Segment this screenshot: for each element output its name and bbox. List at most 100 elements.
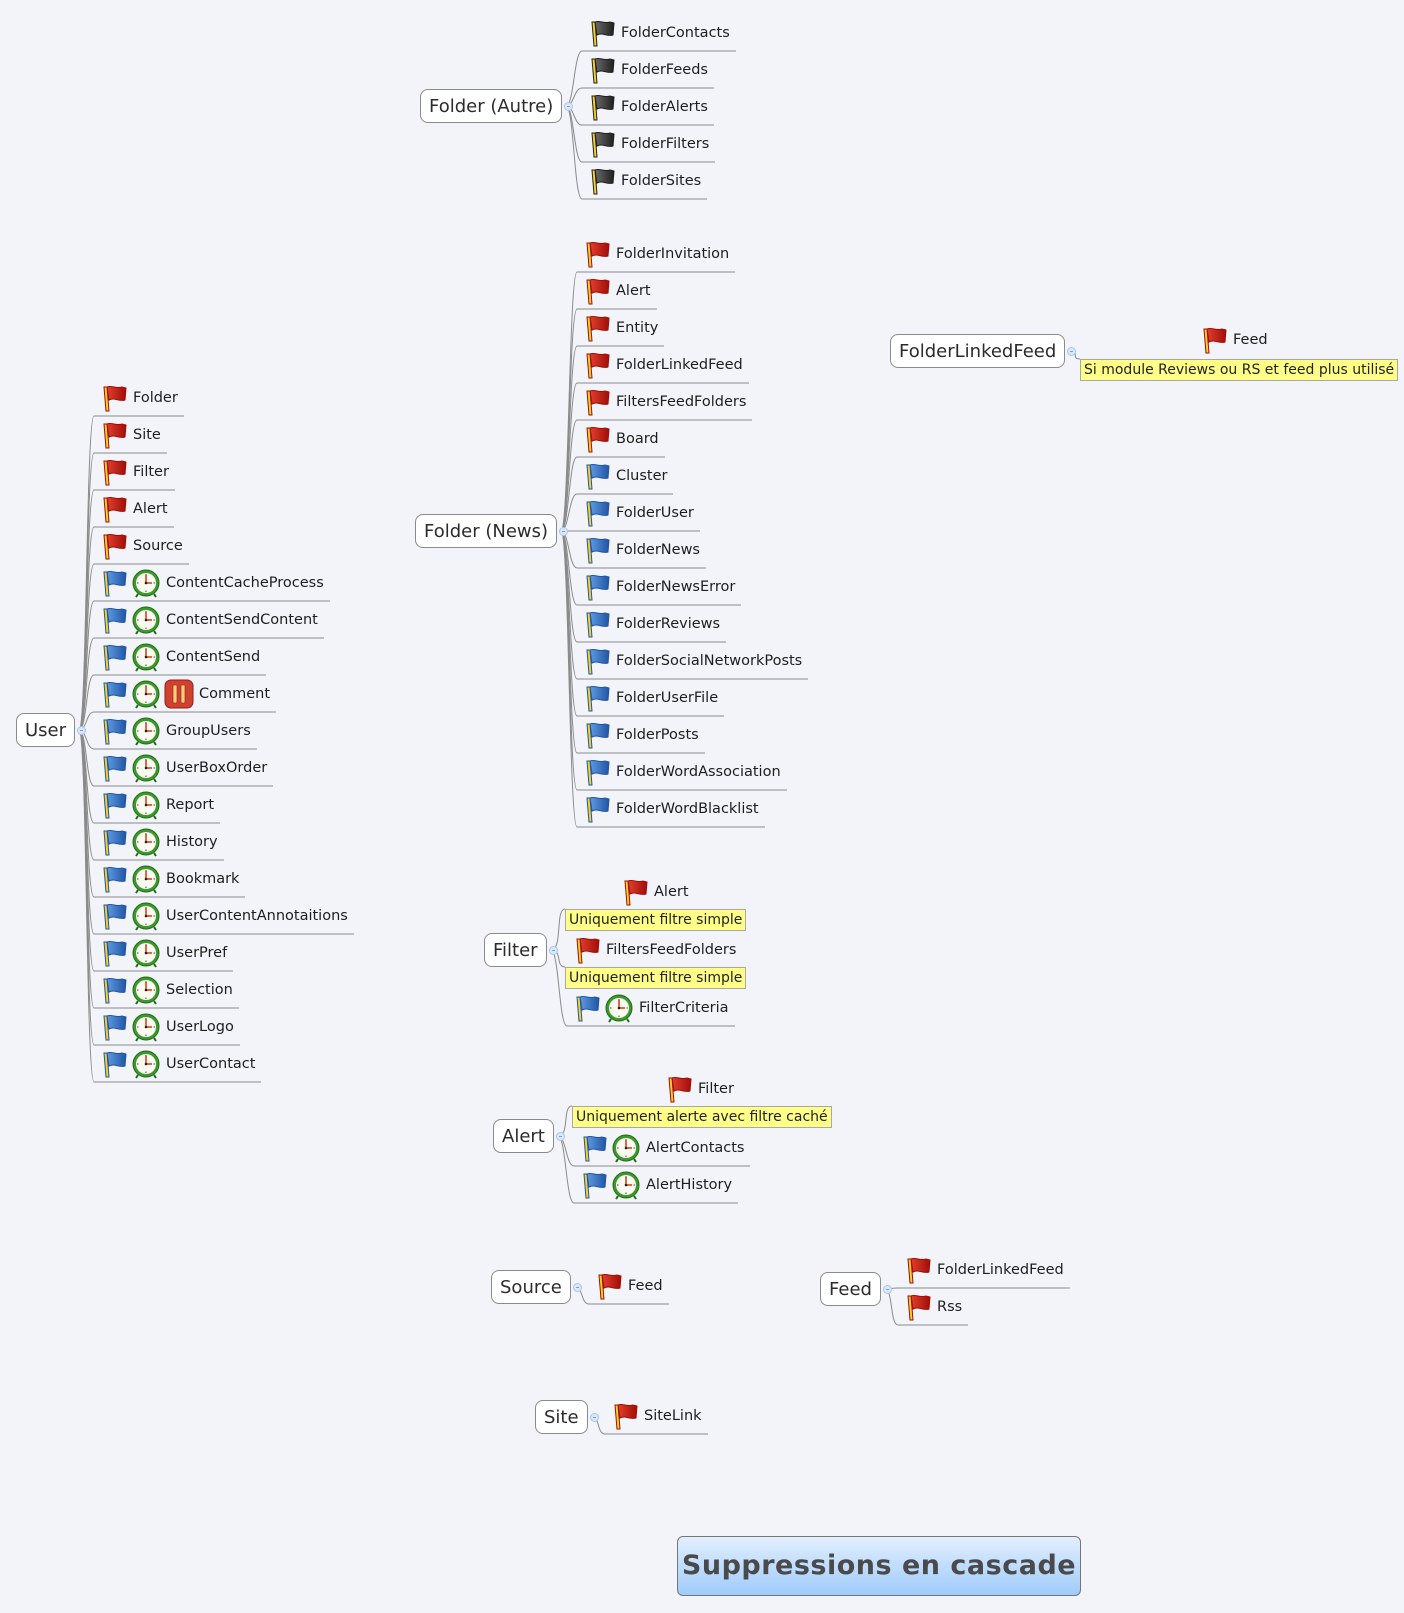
- blue-flag-icon: [581, 572, 611, 602]
- blue-flag-icon: [98, 605, 128, 635]
- black-flag-icon: [586, 55, 616, 85]
- blue-flag-icon: [581, 794, 611, 824]
- red-flag-icon: [98, 420, 128, 450]
- child-topic-label: UserContact: [166, 1056, 256, 1072]
- red-flag-icon: [571, 935, 601, 965]
- child-topic-label: Site: [133, 427, 161, 443]
- red-flag-icon: [581, 276, 611, 306]
- child-topic-label: FolderWordBlacklist: [616, 801, 759, 817]
- topic-site[interactable]: Site: [535, 1400, 588, 1434]
- child-topic[interactable]: Alert: [619, 877, 689, 907]
- child-topic[interactable]: Comment: [98, 679, 270, 709]
- child-topic[interactable]: FolderLinkedFeed: [581, 350, 743, 380]
- child-topic[interactable]: Feed: [593, 1271, 663, 1301]
- collapse-toggle[interactable]: [573, 1283, 582, 1292]
- child-topic[interactable]: FolderNews: [581, 535, 700, 565]
- child-topic[interactable]: UserBoxOrder: [98, 753, 267, 783]
- red-flag-icon: [98, 531, 128, 561]
- child-topic[interactable]: Filter: [663, 1074, 734, 1104]
- child-topic[interactable]: FolderReviews: [581, 609, 720, 639]
- child-topic[interactable]: UserContentAnnotaitions: [98, 901, 348, 931]
- collapse-toggle[interactable]: [564, 102, 573, 111]
- child-topic[interactable]: FolderUserFile: [581, 683, 718, 713]
- clock-icon: [131, 679, 161, 709]
- child-topic[interactable]: Entity: [581, 313, 658, 343]
- child-topic[interactable]: SiteLink: [609, 1401, 702, 1431]
- child-topic[interactable]: FolderPosts: [581, 720, 699, 750]
- collapse-toggle[interactable]: [883, 1285, 892, 1294]
- child-topic[interactable]: FolderContacts: [586, 18, 730, 48]
- child-topic[interactable]: ContentSend: [98, 642, 260, 672]
- child-topic-label: AlertHistory: [646, 1177, 733, 1193]
- child-topic[interactable]: FolderLinkedFeed: [902, 1255, 1064, 1285]
- child-topic[interactable]: Report: [98, 790, 214, 820]
- child-topic[interactable]: History: [98, 827, 218, 857]
- topic-filter[interactable]: Filter: [484, 933, 547, 967]
- child-topic[interactable]: Bookmark: [98, 864, 239, 894]
- topic-folder-news[interactable]: Folder (News): [415, 514, 558, 548]
- child-topic[interactable]: FolderWordAssociation: [581, 757, 781, 787]
- child-topic[interactable]: Board: [581, 424, 659, 454]
- blue-flag-icon: [98, 790, 128, 820]
- clock-icon: [611, 1133, 641, 1163]
- clock-icon: [131, 605, 161, 635]
- topic-user[interactable]: User: [16, 713, 76, 747]
- collapse-toggle[interactable]: [556, 1132, 565, 1141]
- topic-alert[interactable]: Alert: [493, 1119, 554, 1153]
- child-topic[interactable]: FolderInvitation: [581, 239, 729, 269]
- child-topic[interactable]: FilterCriteria: [571, 993, 729, 1023]
- child-topic-label: UserPref: [166, 945, 228, 961]
- child-topic-label: UserBoxOrder: [166, 760, 268, 776]
- child-topic[interactable]: FolderAlerts: [586, 92, 708, 122]
- clock-icon: [131, 1049, 161, 1079]
- child-topic-label: Folder: [133, 390, 178, 406]
- child-topic[interactable]: Alert: [98, 494, 168, 524]
- child-topic-label: FolderLinkedFeed: [937, 1262, 1064, 1278]
- child-topic[interactable]: ContentCacheProcess: [98, 568, 324, 598]
- child-topic-label: FolderPosts: [616, 727, 699, 743]
- child-topic[interactable]: Folder: [98, 383, 178, 413]
- collapse-toggle[interactable]: [549, 946, 558, 955]
- child-topic[interactable]: Feed: [1198, 325, 1268, 355]
- child-topic[interactable]: UserContact: [98, 1049, 255, 1079]
- clock-icon: [131, 938, 161, 968]
- red-flag-icon: [1198, 325, 1228, 355]
- black-flag-icon: [586, 129, 616, 159]
- child-topic[interactable]: FolderNewsError: [581, 572, 735, 602]
- child-topic-label: Board: [616, 431, 659, 447]
- child-topic[interactable]: Filter: [98, 457, 169, 487]
- child-topic[interactable]: FolderSites: [586, 166, 701, 196]
- child-topic[interactable]: FiltersFeedFolders: [571, 935, 736, 965]
- child-topic[interactable]: Rss: [902, 1292, 962, 1322]
- child-topic[interactable]: UserLogo: [98, 1012, 234, 1042]
- child-topic[interactable]: Alert: [581, 276, 651, 306]
- child-topic[interactable]: ContentSendContent: [98, 605, 318, 635]
- child-topic[interactable]: FolderUser: [581, 498, 694, 528]
- child-topic[interactable]: UserPref: [98, 938, 227, 968]
- child-topic[interactable]: Site: [98, 420, 161, 450]
- topic-source[interactable]: Source: [491, 1270, 571, 1304]
- collapse-toggle[interactable]: [77, 726, 86, 735]
- child-topic[interactable]: FiltersFeedFolders: [581, 387, 746, 417]
- clock-icon: [131, 1012, 161, 1042]
- collapse-toggle[interactable]: [590, 1413, 599, 1422]
- child-topic[interactable]: FolderFilters: [586, 129, 709, 159]
- collapse-toggle[interactable]: [1067, 347, 1076, 356]
- child-topic[interactable]: Source: [98, 531, 183, 561]
- collapse-toggle[interactable]: [559, 527, 568, 536]
- child-topic[interactable]: FolderFeeds: [586, 55, 708, 85]
- topic-folder-autre[interactable]: Folder (Autre): [420, 89, 563, 123]
- child-topic[interactable]: AlertHistory: [578, 1170, 732, 1200]
- child-topic[interactable]: Selection: [98, 975, 233, 1005]
- child-topic[interactable]: FolderWordBlacklist: [581, 794, 759, 824]
- topic-folder-linked-feed[interactable]: FolderLinkedFeed: [890, 334, 1066, 368]
- red-flag-icon: [581, 313, 611, 343]
- topic-feed[interactable]: Feed: [820, 1272, 881, 1306]
- blue-flag-icon: [581, 535, 611, 565]
- child-topic[interactable]: GroupUsers: [98, 716, 251, 746]
- topic-note: Uniquement filtre simple: [565, 909, 747, 931]
- child-topic[interactable]: AlertContacts: [578, 1133, 744, 1163]
- red-flag-icon: [609, 1401, 639, 1431]
- child-topic[interactable]: Cluster: [581, 461, 667, 491]
- child-topic[interactable]: FolderSocialNetworkPosts: [581, 646, 802, 676]
